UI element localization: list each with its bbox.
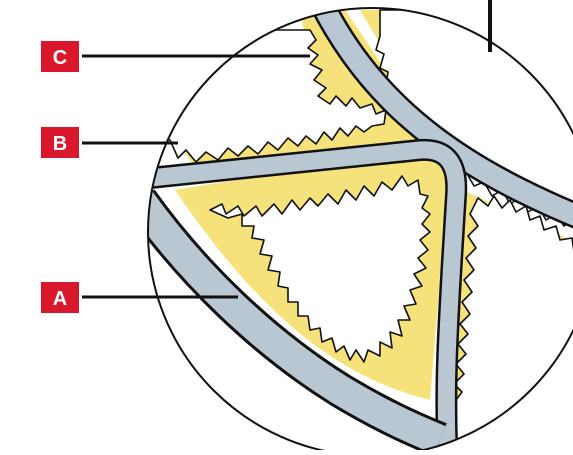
right-airspace	[454, 196, 573, 450]
badge-a-text: A	[53, 288, 67, 310]
label-badge-a: A	[40, 281, 80, 314]
badge-c-text: C	[53, 47, 67, 69]
badge-b-text: B	[53, 133, 67, 155]
label-badge-c: C	[40, 40, 80, 73]
label-badge-b: B	[40, 126, 80, 159]
